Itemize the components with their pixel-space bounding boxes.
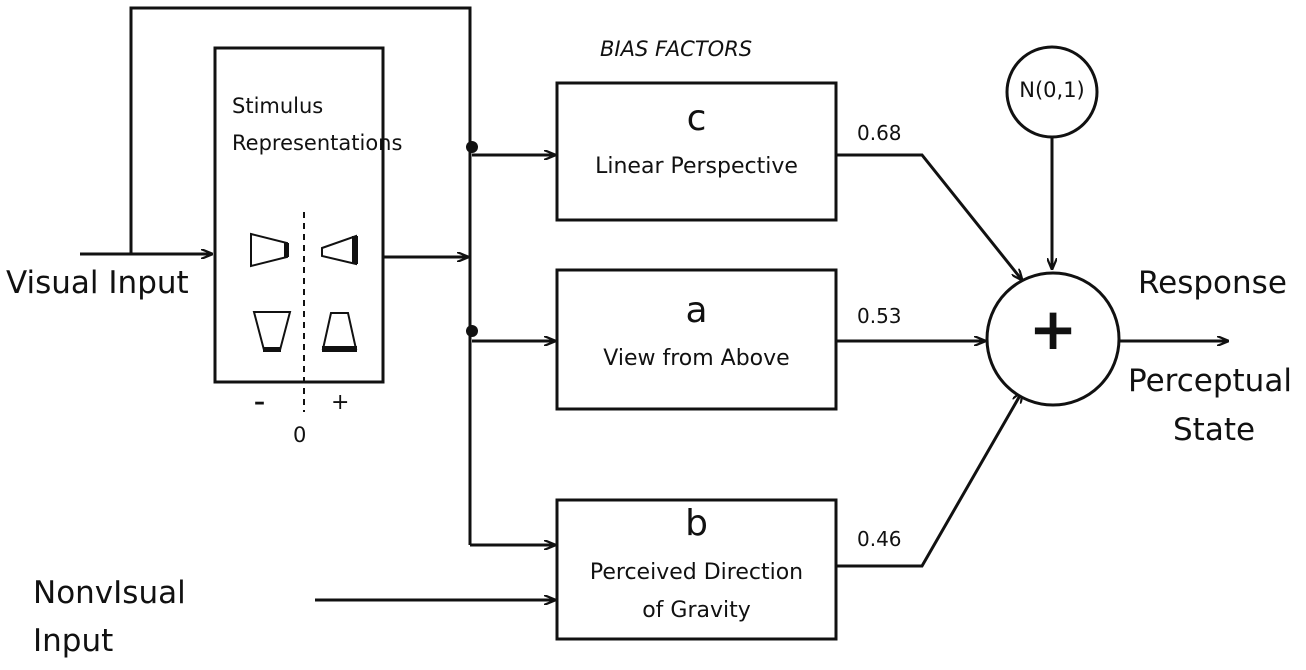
nonvisual-input-label-line2: Input xyxy=(33,623,114,659)
stimulus-title-line1: Stimulus xyxy=(232,94,324,118)
summation-node xyxy=(985,271,1121,407)
factor-box-perceived-gravity xyxy=(555,498,838,641)
trapezoid-narrow-left-icon xyxy=(321,234,358,266)
junction-dot-middle xyxy=(466,325,478,337)
trapezoid-narrow-bottom-icon xyxy=(252,311,292,352)
factor-box-linear-perspective xyxy=(555,81,838,222)
feedback-loop-line xyxy=(129,6,472,254)
bias-factors-heading: BIAS FACTORS xyxy=(600,37,753,61)
nonvisual-input-label-line1: NonvIsual xyxy=(33,575,186,611)
stimulus-title-line2: Representations xyxy=(232,131,403,155)
factor-b-letter: b xyxy=(685,503,708,544)
weighted-arrow-linear-perspective xyxy=(836,153,1022,280)
trapezoid-narrow-right-icon xyxy=(250,232,289,268)
factor-b-label-line2: of Gravity xyxy=(642,598,751,623)
junction-dot-top xyxy=(466,141,478,153)
noise-label: N(0,1) xyxy=(1019,78,1085,102)
factor-a-label: View from Above xyxy=(603,346,790,371)
perceptual-state-label-line2: State xyxy=(1173,412,1256,448)
visual-input-label: Visual Input xyxy=(6,265,189,301)
summation-plus-sign: + xyxy=(1028,295,1078,363)
axis-minus-label: – xyxy=(254,390,265,415)
trapezoid-narrow-top-icon xyxy=(321,312,358,352)
factor-c-label: Linear Perspective xyxy=(595,154,798,179)
factor-box-view-from-above xyxy=(555,268,838,411)
stimulus-representations-box xyxy=(213,46,385,384)
factor-c-weight: 0.68 xyxy=(857,121,902,145)
perceptual-state-label-line1: Perceptual xyxy=(1128,363,1292,399)
axis-zero-label: 0 xyxy=(293,423,307,447)
factor-a-weight: 0.53 xyxy=(857,304,902,328)
factor-b-weight: 0.46 xyxy=(857,527,902,551)
factor-a-letter: a xyxy=(685,290,708,331)
axis-plus-label: + xyxy=(331,390,350,415)
factor-b-label-line1: Perceived Direction xyxy=(589,560,804,585)
response-label: Response xyxy=(1138,265,1287,301)
factor-c-letter: c xyxy=(686,98,707,139)
weighted-arrow-perceived-gravity xyxy=(836,392,1022,568)
